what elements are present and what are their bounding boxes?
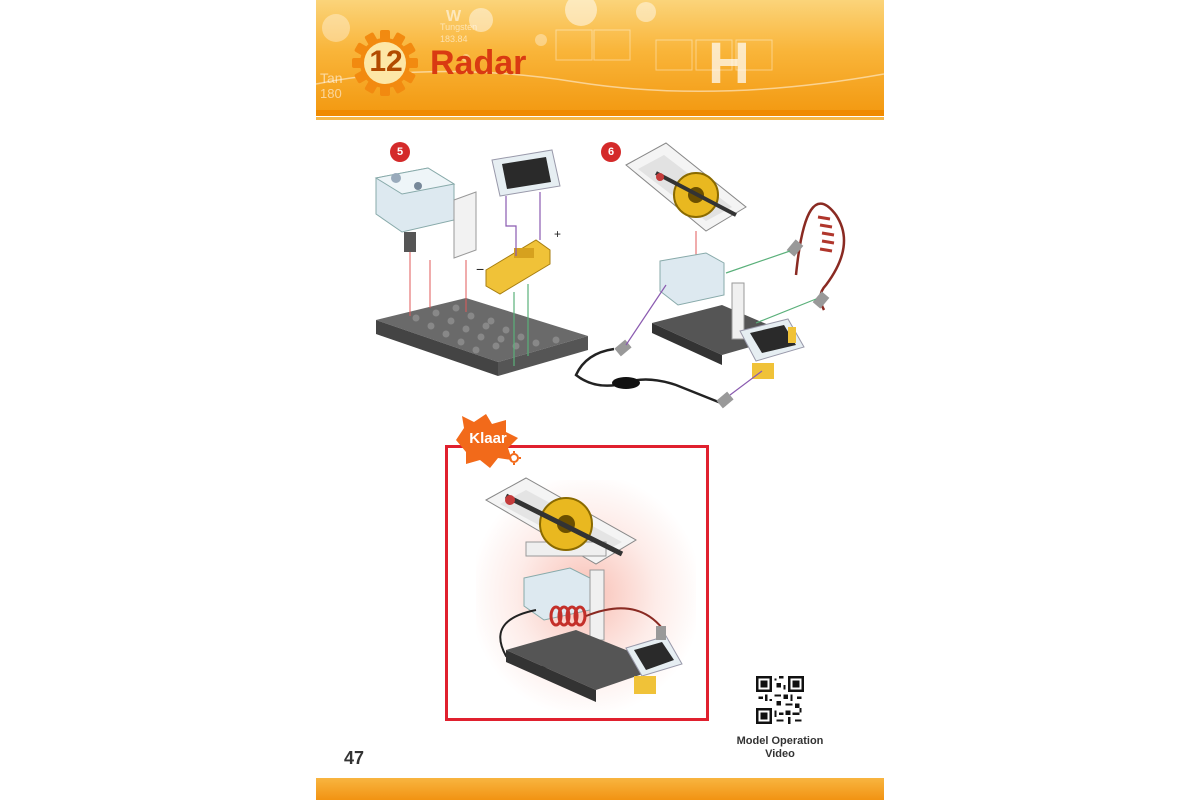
bg-text-3: 180 bbox=[320, 86, 342, 101]
header-decoration bbox=[316, 0, 884, 93]
bg-text-4: W bbox=[446, 8, 462, 25]
header-divider-accent bbox=[316, 117, 884, 120]
step-5-illustration: + − bbox=[374, 149, 588, 376]
step-badge-5: 5 bbox=[390, 142, 410, 162]
page-number: 47 bbox=[344, 748, 365, 768]
bg-text-5: 183.84 bbox=[440, 34, 468, 44]
klaar-label: Klaar bbox=[469, 430, 507, 447]
qr-caption: Model Operation Video bbox=[720, 735, 840, 761]
step-6-illustration bbox=[574, 142, 846, 409]
result-illustration bbox=[484, 477, 683, 702]
header-banner: H Tungsten Tan 180 W 183.84 bbox=[316, 0, 884, 112]
step-number: 12 bbox=[369, 45, 403, 78]
manual-page: H Tungsten Tan 180 W 183.84 bbox=[316, 0, 884, 800]
klaar-burst-icon bbox=[456, 414, 521, 468]
plus-label: + bbox=[554, 227, 561, 241]
bg-text-2: Tan bbox=[320, 70, 343, 86]
gear-icon bbox=[352, 30, 418, 96]
qr-code-icon[interactable] bbox=[756, 676, 804, 724]
bg-text-1: Tungsten bbox=[440, 22, 478, 32]
qr-caption-line-1: Model Operation bbox=[736, 735, 824, 747]
page-title: Radar bbox=[430, 44, 527, 82]
footer-band bbox=[316, 778, 884, 800]
step-badge-6: 6 bbox=[601, 142, 621, 162]
element-glyph: H bbox=[708, 31, 750, 96]
header-divider bbox=[316, 110, 884, 116]
minus-label: − bbox=[476, 261, 484, 277]
qr-caption-line-2: Video bbox=[765, 748, 795, 760]
